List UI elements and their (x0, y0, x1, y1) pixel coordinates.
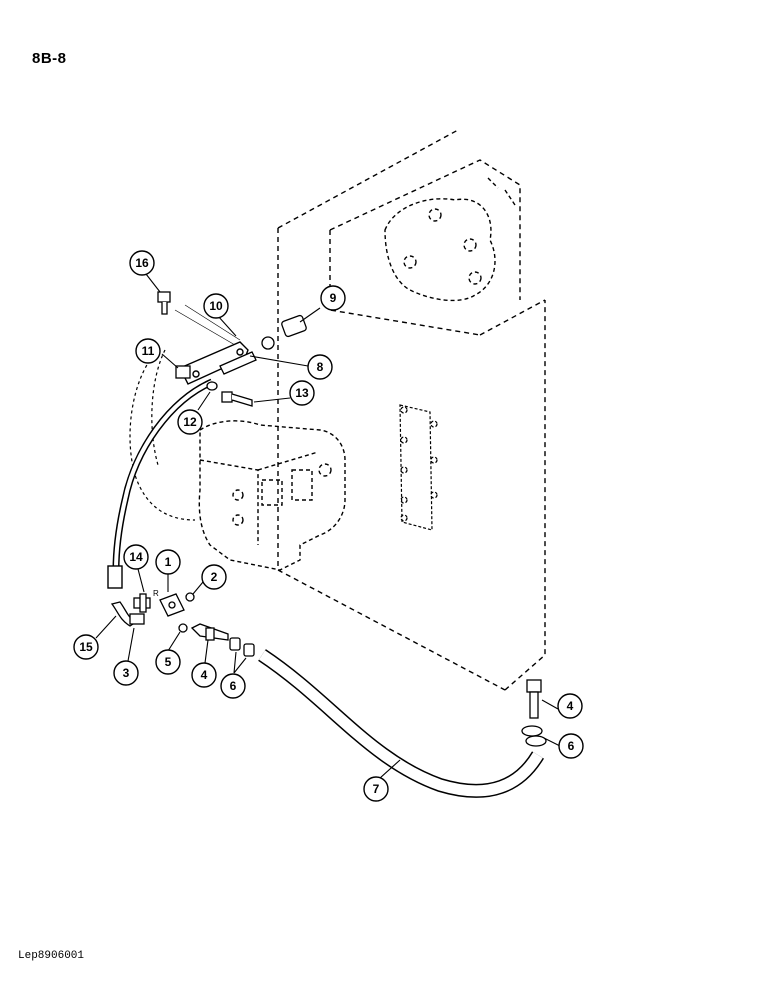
bolt-13 (221, 391, 253, 407)
callout-6-left: 6 (220, 673, 246, 699)
guide-lines (174, 304, 241, 346)
port-flange-1 (159, 593, 185, 617)
callout-number: 16 (135, 256, 149, 270)
return-hose (258, 649, 545, 798)
callout-number: 8 (317, 360, 324, 374)
callout-number: 15 (79, 640, 93, 654)
pressure-hose (107, 378, 214, 589)
callout-number: 10 (209, 299, 223, 313)
callout-number: 7 (373, 782, 380, 796)
callout-1: 1 (155, 549, 181, 575)
callout-13: 13 (289, 380, 315, 406)
callout-number: 6 (568, 739, 575, 753)
callout-12: 12 (177, 409, 203, 435)
callout-number: 4 (567, 699, 574, 713)
connector-11 (175, 365, 191, 379)
callout-4-right: 4 (557, 693, 583, 719)
callout-number: 2 (211, 570, 218, 584)
callout-number: 13 (295, 386, 309, 400)
fitting-8 (219, 351, 257, 375)
port-marking: R (153, 589, 159, 598)
callout-number: 14 (129, 550, 143, 564)
flywheel-housing-outline (129, 349, 196, 521)
callout-number: 3 (123, 666, 130, 680)
o-ring-5 (178, 623, 188, 633)
callout-leaders (95, 273, 561, 779)
callout-number: 11 (142, 344, 155, 358)
callout-10: 10 (203, 293, 229, 319)
callout-number: 4 (201, 668, 208, 682)
side-bolt-row-outline (399, 404, 438, 531)
page-code: 8B-8 (32, 50, 67, 67)
adapter-4-left (190, 623, 229, 641)
washer-12 (206, 381, 218, 391)
callout-2: 2 (201, 564, 227, 590)
callout-11: 11 (135, 338, 161, 364)
callout-7: 7 (363, 776, 389, 802)
callout-16: 16 (129, 250, 155, 276)
callout-number: 5 (165, 655, 172, 669)
callout-3: 3 (113, 660, 139, 686)
clamp-6-left (229, 637, 255, 657)
callout-number: 1 (165, 555, 172, 569)
adapter-4-right (526, 679, 542, 719)
callout-number: 9 (330, 291, 337, 305)
fitting-14 (133, 593, 151, 613)
fitting-9 (261, 314, 307, 350)
clamp-6-right (521, 725, 547, 747)
callout-14: 14 (123, 544, 149, 570)
top-pump-cover-outline (384, 177, 516, 302)
reference-code: Lep8906001 (18, 950, 85, 962)
machine-housing-outline (277, 129, 546, 691)
central-pump-outline (198, 420, 346, 571)
bolt-16 (157, 291, 171, 315)
callout-number: 12 (183, 415, 197, 429)
callout-number: 6 (230, 679, 237, 693)
callout-4-left: 4 (191, 662, 217, 688)
fitting-3 (129, 613, 145, 625)
callout-15: 15 (73, 634, 99, 660)
o-ring-2 (185, 592, 195, 602)
callout-9: 9 (320, 285, 346, 311)
callout-5: 5 (155, 649, 181, 675)
callout-8: 8 (307, 354, 333, 380)
callout-6-right: 6 (558, 733, 584, 759)
